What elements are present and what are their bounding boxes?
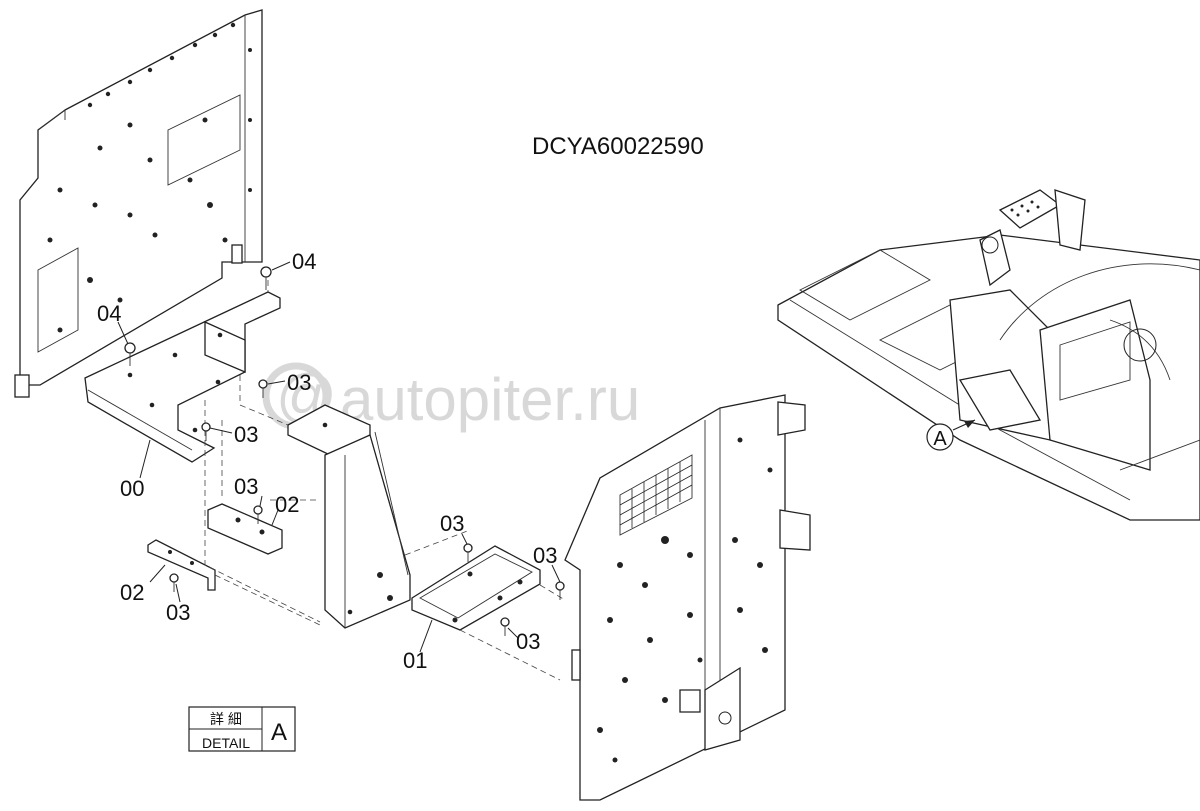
label-03d: 03: [166, 600, 190, 625]
bolt-03f: [555, 581, 565, 600]
label-03b: 03: [234, 422, 258, 447]
part-01-tray: [411, 545, 541, 631]
machine-frame-overview: [777, 189, 1200, 521]
part-02-bracket-lower: [147, 539, 216, 591]
part-labels: 04 04 03 03 00 03 02 02 03 03 03 03 01: [97, 249, 557, 673]
right-side-panel: [564, 394, 811, 801]
label-03f: 03: [533, 543, 557, 568]
drawing-code: DCYA60022590: [532, 133, 704, 160]
label-04a: 04: [292, 249, 316, 274]
bolt-03g: [500, 617, 510, 636]
detail-japanese: 詳 細: [210, 711, 242, 727]
label-03e: 03: [440, 511, 464, 536]
bolt-04a: [260, 266, 272, 290]
label-02b: 02: [120, 580, 144, 605]
watermark-text: autopiter.ru: [340, 366, 640, 433]
label-02a: 02: [275, 492, 299, 517]
bolt-03d: [169, 573, 179, 592]
callout-letter: A: [933, 428, 947, 450]
detail-letter: A: [271, 719, 287, 746]
bolts: [124, 266, 565, 636]
bolt-03a: [258, 379, 268, 398]
part-02-bracket-upper: [207, 503, 283, 555]
assembly-guide-lines: [204, 270, 566, 681]
label-01: 01: [403, 648, 427, 673]
view-a-callout: A: [926, 419, 976, 451]
part-00-bracket: [84, 291, 281, 463]
detail-english: DETAIL: [202, 735, 250, 751]
label-03c: 03: [234, 474, 258, 499]
bolt-03c: [253, 505, 263, 524]
bolt-04b: [124, 342, 136, 366]
leader-lines: [117, 261, 561, 653]
center-support-stand: [287, 404, 411, 629]
detail-box: 詳 細 DETAIL A: [188, 706, 296, 752]
label-04b: 04: [97, 301, 121, 326]
label-03a: 03: [287, 370, 311, 395]
label-03g: 03: [516, 629, 540, 654]
label-00: 00: [120, 476, 144, 501]
bolt-03b: [201, 422, 211, 441]
bolt-03e: [463, 543, 473, 562]
watermark: @ autopiter.ru: [262, 362, 640, 433]
left-back-panel: [14, 9, 263, 398]
